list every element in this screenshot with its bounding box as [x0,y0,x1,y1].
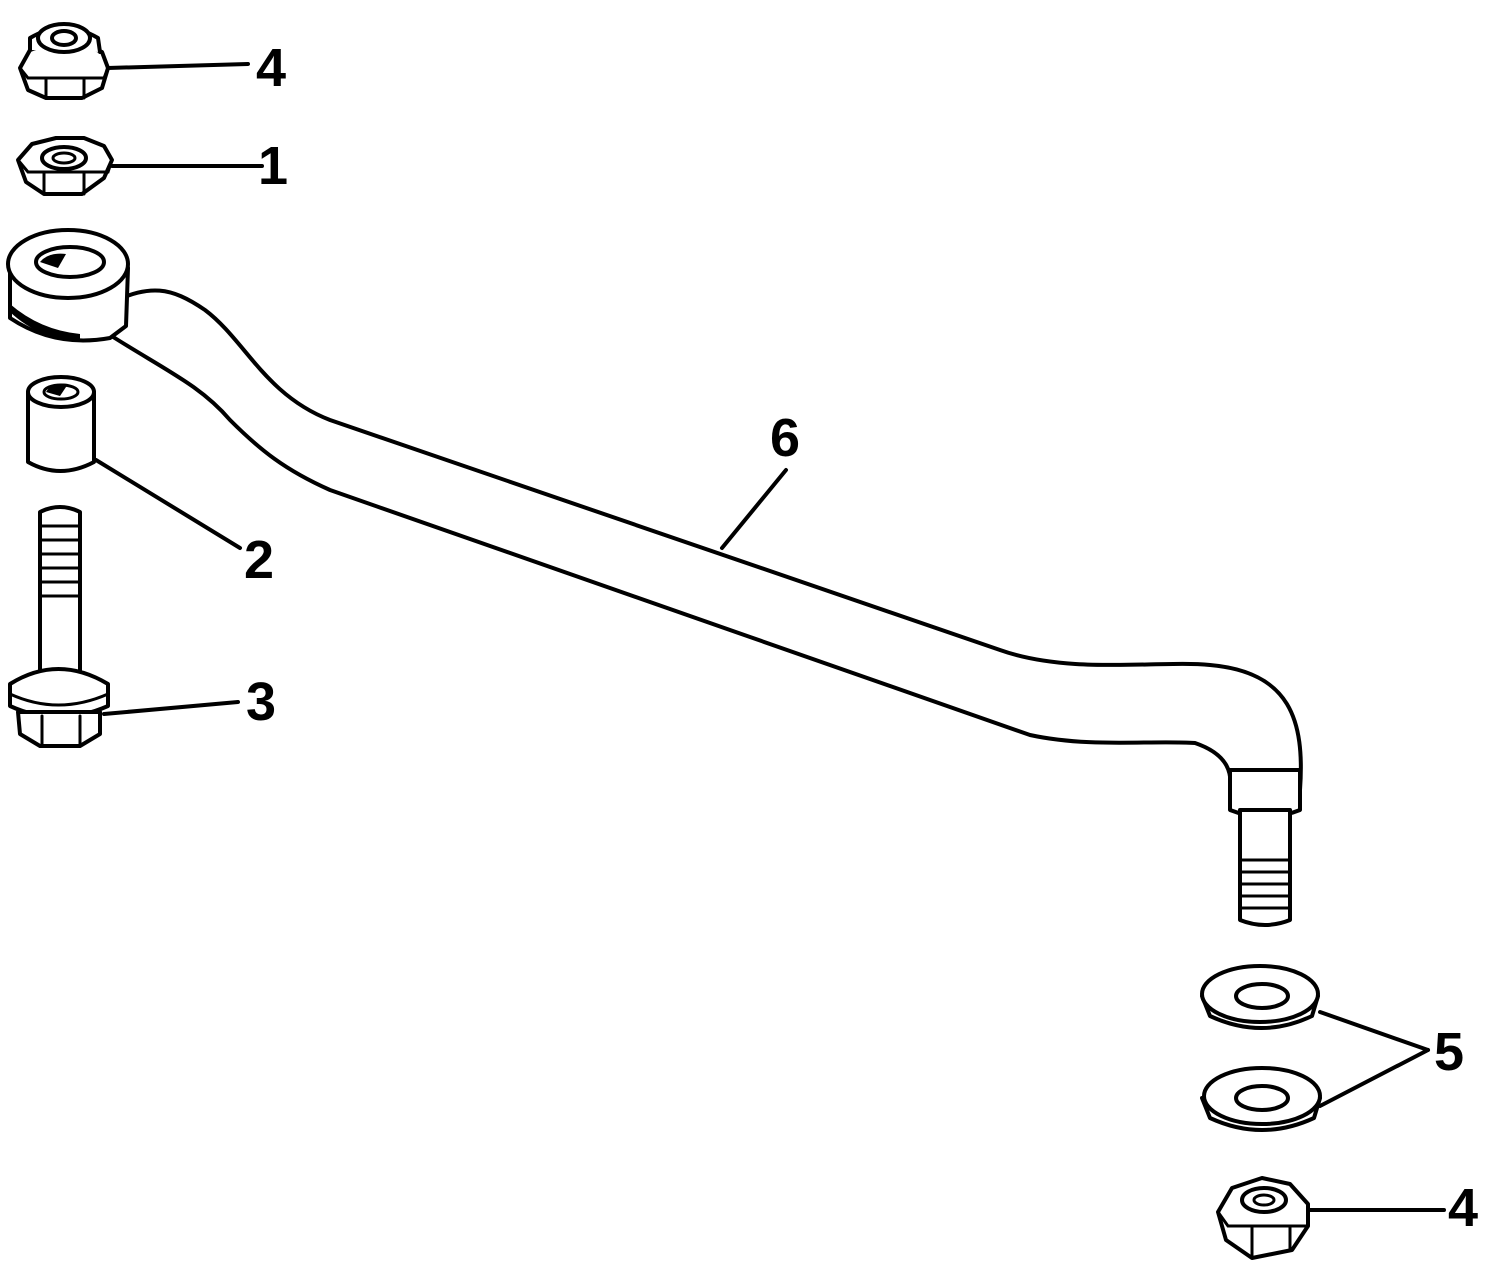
leader-5a [1318,1010,1430,1052]
washer-lower [1200,1066,1322,1132]
link-rod [6,228,1303,927]
callout-5: 5 [1434,1022,1464,1082]
callout-2: 2 [244,530,274,590]
leader-6 [720,468,788,550]
callout-1: 1 [258,136,288,196]
lock-nut-top [18,22,110,100]
leader-4-top [106,62,250,70]
flange-bolt [8,505,110,748]
lock-nut-bottom [1216,1176,1310,1260]
callout-6: 6 [770,408,800,468]
leader-3 [102,700,240,716]
callout-4-bottom: 4 [1448,1178,1478,1238]
leader-lines [94,62,1446,1212]
leader-5b [1318,1048,1430,1108]
callout-4-top: 4 [256,38,286,98]
spacer-sleeve [26,375,96,473]
callout-3: 3 [246,672,276,732]
leader-2 [94,458,242,550]
hex-nut [16,136,114,196]
washer-upper [1200,964,1320,1030]
